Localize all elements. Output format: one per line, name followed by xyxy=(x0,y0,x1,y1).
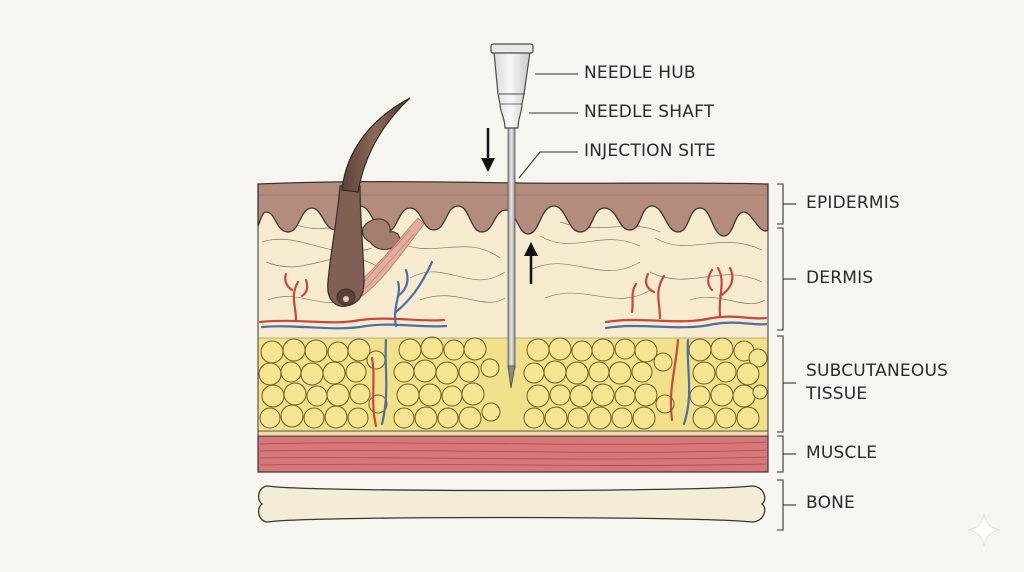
dermis-label: DERMIS xyxy=(806,268,874,288)
withdrawal-arrow-icon xyxy=(524,242,538,284)
insertion-arrow-icon xyxy=(481,128,495,172)
bone-label: BONE xyxy=(806,493,856,513)
subcutaneous-label-line1: SUBCUTANEOUS xyxy=(806,361,949,381)
hair-shaft xyxy=(341,97,411,193)
arrector-pili-muscle xyxy=(354,217,425,297)
blood-vessels-arteries xyxy=(258,266,768,428)
subcutaneous-label-line2: TISSUE xyxy=(806,384,868,404)
subcutaneous-tissue-label: SUBCUTANEOUS TISSUE xyxy=(806,360,948,406)
layer-brackets xyxy=(777,183,796,531)
needle-bevel-tip xyxy=(507,365,516,389)
muscle-label: MUSCLE xyxy=(806,443,878,463)
needle-hub xyxy=(493,51,531,129)
needle-hub-label: NEEDLE HUB xyxy=(584,63,696,83)
muscle-fibers xyxy=(259,441,767,466)
muscle-layer xyxy=(257,435,769,473)
fat-cells xyxy=(258,336,768,430)
hair-follicle xyxy=(327,185,365,307)
injection-site-label: INJECTION SITE xyxy=(584,141,716,161)
bone xyxy=(257,485,766,523)
needle xyxy=(490,43,534,389)
sparkle-icon xyxy=(967,513,1001,547)
blood-vessels-veins xyxy=(260,260,768,426)
epidermis-label: EPIDERMIS xyxy=(806,193,900,213)
needle-shaft-label: NEEDLE SHAFT xyxy=(584,102,715,122)
leader-lines xyxy=(518,73,578,179)
needle-shaft xyxy=(507,117,516,369)
